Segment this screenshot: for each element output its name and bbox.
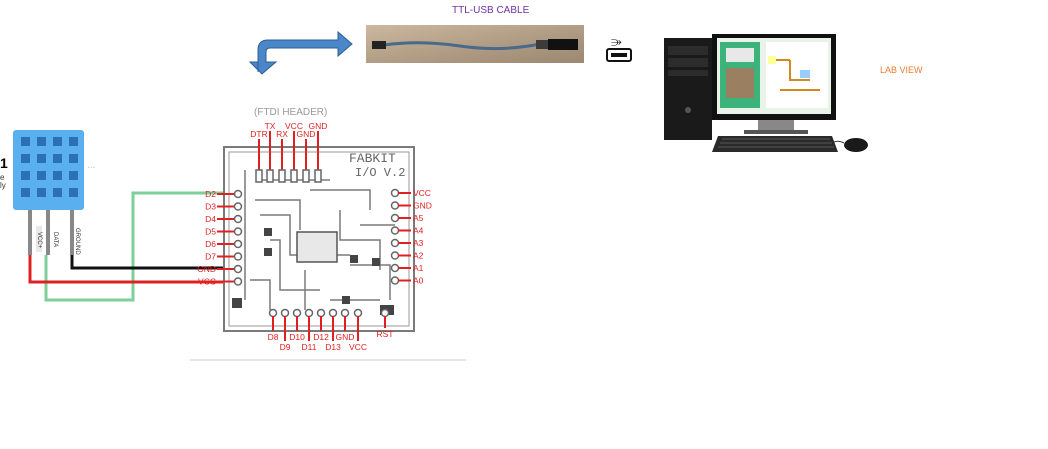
bottom-pin-label: GND <box>336 332 355 342</box>
cable-photo <box>366 25 584 63</box>
dht-sensor: + + + <box>13 130 124 255</box>
left-pin-pad <box>233 252 243 261</box>
right-pin-pad <box>390 251 400 260</box>
ftdi-pin-pad <box>266 169 274 183</box>
right-pin-pad <box>390 263 400 273</box>
left-pin-label: D5 <box>205 227 216 237</box>
right-pin-pad <box>390 213 400 223</box>
wires <box>28 191 232 302</box>
left-pin-pad <box>233 277 243 286</box>
sensor-side-text: e <box>0 173 5 182</box>
right-pin-label: A0 <box>413 276 424 286</box>
right-pin-label: GND <box>413 201 432 211</box>
ftdi-pin-pad <box>314 169 322 183</box>
left-pin-pad <box>233 239 243 249</box>
left-pin-pad <box>233 214 243 224</box>
bottom-pin-label: D11 <box>302 342 317 352</box>
left-pin-label: D4 <box>205 214 216 224</box>
sensor-pin-label: GROUND <box>74 228 80 255</box>
right-pin-pad <box>390 276 400 285</box>
right-pin-label: A5 <box>413 213 424 223</box>
ftdi-pin-label: GND <box>297 129 316 139</box>
bottom-pin-pad <box>340 308 350 318</box>
ftdi-pin-pad <box>278 169 286 183</box>
arrow-icon <box>248 30 353 75</box>
bottom-pin-label: D10 <box>289 332 305 342</box>
bottom-pin-label: D13 <box>325 342 341 352</box>
ftdi-pin-pad <box>290 169 298 183</box>
bottom-pin-pad <box>304 308 314 318</box>
left-pin-label: D3 <box>205 202 216 212</box>
right-pin-pad <box>390 201 400 210</box>
labview-label: LAB VIEW <box>880 65 923 75</box>
bottom-pin-pad <box>328 308 338 318</box>
right-pin-pad <box>390 188 400 198</box>
right-pin-label: A2 <box>413 251 424 261</box>
bottom-pin-label: D12 <box>313 332 329 342</box>
ftdi-pin-pad <box>302 169 310 183</box>
left-pin-pad <box>233 189 243 199</box>
bottom-pin-label: D8 <box>268 332 279 342</box>
sensor-pin-label: VCC+ <box>36 232 42 249</box>
ftdi-pin-pad <box>255 169 263 183</box>
cable-label: TTL-USB CABLE <box>452 5 530 16</box>
left-pin-label: D2 <box>205 189 216 199</box>
ftdi-pin-label: RX <box>276 129 288 139</box>
ftdi-pin-label: DTR <box>250 129 267 139</box>
bottom-pin-pad <box>280 308 290 318</box>
bottom-pin-pad <box>268 308 278 318</box>
bottom-pin-pad <box>380 308 390 318</box>
left-pin-label: GND <box>197 264 216 274</box>
ftdi-pin-label: GND <box>309 121 328 131</box>
bottom-pin-pad <box>353 308 363 318</box>
left-pin-label: VCC <box>198 277 216 287</box>
left-pin-pad <box>233 202 243 211</box>
right-pin-pad <box>390 238 400 248</box>
left-pin-pad <box>233 264 243 274</box>
left-pin-label: D6 <box>205 239 216 249</box>
desktop-computer-icon <box>664 34 868 152</box>
ftdi-pin-label: VCC <box>285 121 303 131</box>
right-pin-label: A4 <box>413 226 424 236</box>
svg-text:+ + +: + + + <box>88 165 95 169</box>
board-subtitle: I/O V.2 <box>355 166 405 180</box>
bottom-pin-pad <box>292 308 302 318</box>
bottom-pin-label: VCC <box>349 342 367 352</box>
board-title: FABKIT <box>349 151 396 166</box>
sensor-side-text: ly <box>0 181 6 190</box>
ftdi-pin-label: TX <box>265 121 276 131</box>
bottom-pin-label: RST <box>377 329 394 339</box>
ftdi-header-label: (FTDI HEADER) <box>254 107 328 118</box>
sensor-side-text: 1 <box>0 155 8 171</box>
left-pin-pad <box>233 227 243 236</box>
right-pin-pad <box>390 226 400 235</box>
left-pin-label: D7 <box>205 252 216 262</box>
right-pin-label: VCC <box>413 188 431 198</box>
sensor-pin-label: DATA <box>52 232 58 247</box>
right-pin-label: A3 <box>413 238 424 248</box>
svg-text:⭄: ⭄ <box>611 35 622 50</box>
bottom-pin-pad <box>316 308 326 318</box>
right-pin-label: A1 <box>413 263 424 273</box>
usb-icon: ⭄ <box>606 35 632 62</box>
bottom-pin-label: D9 <box>280 342 291 352</box>
